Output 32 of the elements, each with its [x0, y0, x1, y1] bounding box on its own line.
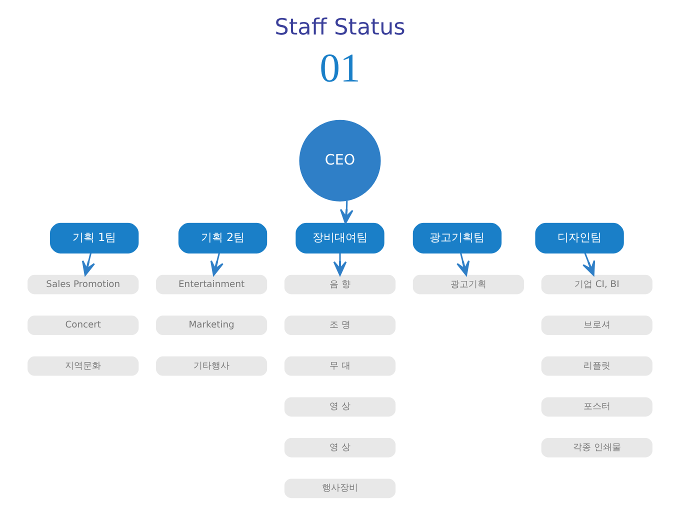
- node-box: 영 상: [284, 397, 396, 417]
- node-box: 리플릿: [541, 356, 652, 376]
- node-box: 포스터: [541, 397, 652, 417]
- node-box: 브로셔: [541, 316, 652, 336]
- node-box: 장비대여팀: [296, 222, 384, 254]
- node-box: Concert: [28, 316, 139, 336]
- node-box: 무 대: [284, 356, 396, 376]
- node-box: 광고기획: [412, 274, 524, 294]
- node-box: 기획 2팀: [178, 222, 268, 254]
- node-box: Entertainment: [156, 274, 268, 294]
- arrow: [82, 253, 96, 276]
- node-box: 영 상: [284, 438, 396, 458]
- node-circle: CEO: [299, 120, 381, 202]
- node-box: 음 향: [284, 274, 396, 294]
- node-box: 행사장비: [284, 478, 396, 498]
- arrow: [340, 200, 354, 224]
- diagram-title: Staff Status: [274, 14, 406, 40]
- node-box: 광고기획팀: [412, 222, 502, 254]
- node-box: Marketing: [156, 316, 268, 336]
- arrow: [582, 252, 596, 276]
- node-box: 각종 인쇄물: [541, 438, 652, 458]
- label: 01: [320, 46, 360, 91]
- arrow: [333, 253, 347, 276]
- node-box: 지역문화: [28, 356, 139, 376]
- node-box: Sales Promotion: [28, 274, 139, 294]
- arrow: [210, 253, 224, 276]
- node-box: 기획 1팀: [50, 222, 139, 254]
- node-box: 기타행사: [156, 356, 268, 376]
- arrow: [456, 253, 470, 276]
- node-box: 디자인팀: [535, 222, 624, 254]
- node-box: 기업 CI, BI: [541, 274, 652, 294]
- node-box: 조 명: [284, 316, 396, 336]
